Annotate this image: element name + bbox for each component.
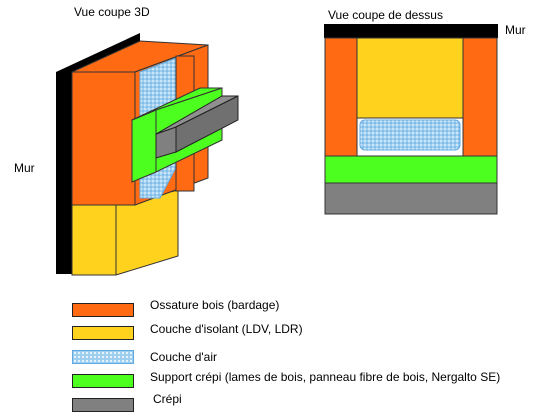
legend-swatch-crepi	[72, 398, 134, 412]
top-view	[324, 24, 498, 215]
air-top	[359, 119, 461, 151]
legend-label-crepi: Crépi	[153, 392, 182, 406]
insulation-top	[356, 37, 464, 119]
framing-top-right	[462, 37, 498, 157]
support-3d-front	[131, 109, 157, 183]
legend-label-isolant: Couche d'isolant (LDV, LDR)	[150, 322, 303, 336]
legend-label-ossature: Ossature bois (bardage)	[150, 298, 280, 312]
legend-label-air: Couche d'air	[150, 350, 217, 364]
wall-3d	[56, 33, 140, 274]
top-view-title: Vue coupe de dessus	[328, 8, 443, 22]
framing-top-left	[324, 37, 358, 157]
legend-label-support: Support crépi (lames de bois, panneau fi…	[150, 370, 501, 384]
wall-label-3d: Mur	[14, 161, 35, 175]
wall-label-top: Mur	[505, 23, 526, 37]
legend-swatch-air	[72, 350, 134, 364]
legend-swatch-isolant	[72, 326, 134, 340]
wall-top	[324, 24, 498, 38]
render-3d-side	[175, 95, 239, 153]
legend-swatch-ossature	[72, 303, 134, 317]
legend-swatch-support	[72, 374, 134, 388]
three-d-view	[56, 33, 239, 276]
render-top	[324, 182, 498, 215]
framing-3d-front	[71, 71, 136, 206]
insulation-lower-front	[71, 204, 117, 276]
support-top	[324, 155, 498, 184]
three-d-view-title: Vue coupe 3D	[74, 5, 150, 19]
